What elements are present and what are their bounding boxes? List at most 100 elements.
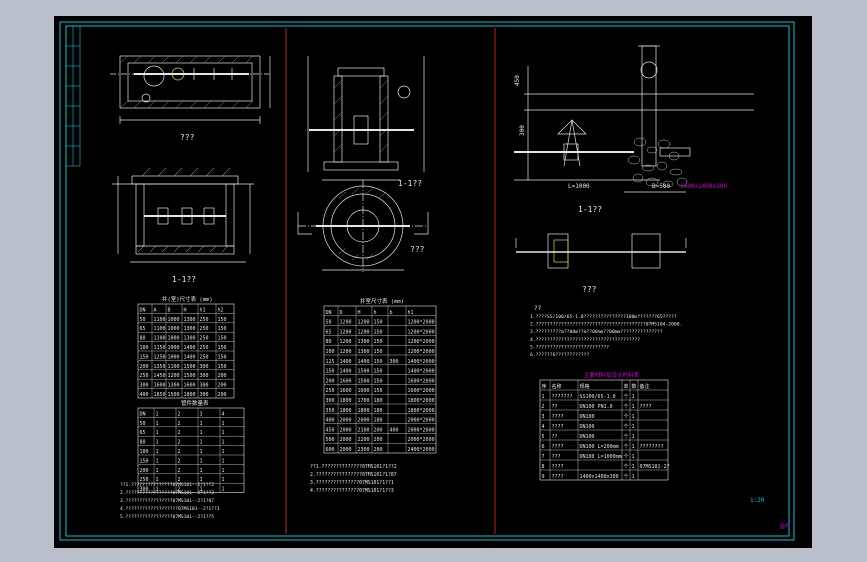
cad-drawing: ??? 1-1?? 井(室)尺寸表 (mm) DN A bbox=[59, 21, 795, 541]
table-cell: 个 bbox=[624, 394, 629, 400]
table-header-cell: A bbox=[154, 307, 157, 313]
table-cell: 1 bbox=[632, 454, 635, 460]
table-cell: 1800 bbox=[358, 408, 370, 414]
table-cell: 1 bbox=[156, 449, 159, 455]
table-header-cell: DN bbox=[140, 411, 146, 417]
right-section-title: 1-1?? bbox=[578, 205, 602, 214]
table-cell: 150 bbox=[218, 336, 227, 342]
table-cell: ??? bbox=[552, 454, 561, 460]
table-cell: 65 bbox=[140, 430, 146, 436]
table-cell: 2 bbox=[178, 440, 181, 446]
table-cell: 1 bbox=[632, 424, 635, 430]
table-header-cell: H bbox=[358, 310, 361, 316]
scale-mark: 1:20 bbox=[750, 497, 765, 504]
table-header-cell: 1 bbox=[156, 411, 159, 417]
table-cell: 150 bbox=[374, 388, 383, 394]
table-cell: 150 bbox=[374, 369, 383, 375]
table-cell: 1800 bbox=[340, 398, 352, 404]
table-cell: 1000 bbox=[168, 345, 180, 351]
table-cell: DN100 bbox=[580, 434, 595, 440]
table-cell: 65 bbox=[326, 329, 332, 335]
table-header-cell: 4 bbox=[222, 411, 225, 417]
table-cell: 1150 bbox=[154, 345, 166, 351]
table-cell: 1 bbox=[222, 449, 225, 455]
table-header-cell: 数 bbox=[632, 383, 637, 390]
table-cell: 1 bbox=[632, 464, 635, 470]
table-header-cell: DN bbox=[140, 307, 146, 313]
table-cell: 400 bbox=[140, 392, 149, 398]
table-cell: 500 bbox=[326, 437, 335, 443]
inner-border bbox=[65, 25, 790, 537]
table-cell: DN100 L=200mm bbox=[580, 444, 619, 450]
table-header-cell: B bbox=[168, 307, 171, 313]
table-cell: 300 bbox=[326, 398, 335, 404]
table-cell: 2000 bbox=[340, 447, 352, 453]
table-cell: 2400*2000 bbox=[408, 447, 435, 453]
table-cell: DN100 L=1000mm bbox=[580, 454, 622, 460]
middle-section-hatch bbox=[333, 79, 389, 153]
table-cell: DN100 bbox=[580, 414, 595, 420]
left-plan-title: ??? bbox=[180, 133, 195, 142]
table-header-cell: D bbox=[340, 310, 343, 316]
table-cell: 1300 bbox=[184, 317, 196, 323]
table-cell: 1600 bbox=[340, 378, 352, 384]
table-cell: 1300 bbox=[358, 339, 370, 345]
table-cell: 1400*2000 bbox=[408, 359, 435, 365]
table-cell: 1100 bbox=[154, 317, 166, 323]
table-cell: 2100 bbox=[358, 427, 370, 433]
table-cell: 1500 bbox=[358, 378, 370, 384]
table-cell: 1300 bbox=[184, 326, 196, 332]
table-cell: DN100 PN1.0 bbox=[580, 404, 613, 410]
table-cell: 180 bbox=[374, 418, 383, 424]
table-cell: 1 bbox=[200, 487, 203, 493]
table-cell: 250 bbox=[140, 477, 149, 483]
table-header-cell: 备注 bbox=[640, 383, 650, 390]
right-gravel-fill bbox=[627, 137, 688, 188]
table-cell: SS100/65-1.0 bbox=[580, 394, 616, 400]
table-cell: 5 bbox=[542, 434, 545, 440]
table-cell: 250 bbox=[200, 345, 209, 351]
table-cell: 1700 bbox=[358, 398, 370, 404]
table-cell: 150 bbox=[140, 354, 149, 360]
table-cell: 200 bbox=[374, 447, 383, 453]
table-cell: 1400 bbox=[358, 359, 370, 365]
table-cell: 450 bbox=[326, 427, 335, 433]
table-cell: 2000 bbox=[340, 437, 352, 443]
table-cell: 250 bbox=[140, 373, 149, 379]
svg-text:1400x1400x300: 1400x1400x300 bbox=[680, 183, 727, 190]
note-line: 5.?????????????????????????? bbox=[530, 344, 609, 350]
table-header-cell: h bbox=[374, 310, 377, 316]
table-cell: 1200 bbox=[358, 320, 370, 326]
table-cell: 150 bbox=[218, 354, 227, 360]
table-cell: 150 bbox=[374, 329, 383, 335]
table-cell: 1200*2000 bbox=[408, 339, 435, 345]
table-cell: 1400 bbox=[340, 369, 352, 375]
note-line: 5.?????????????????07MS101--2?1??5 bbox=[120, 514, 214, 520]
table-title: 井室尺寸表 (mm) bbox=[360, 297, 404, 305]
table-cell: 1 bbox=[222, 477, 225, 483]
note-line: 4.????????????????????????????????????? bbox=[530, 337, 640, 343]
table-cell: 150 bbox=[374, 378, 383, 384]
table-cell: 个 bbox=[624, 424, 629, 430]
table-title: 井(室)尺寸表 (mm) bbox=[162, 295, 213, 303]
table-cell: 80 bbox=[140, 336, 146, 342]
table-cell: 1200 bbox=[168, 373, 180, 379]
table-cell: 1 bbox=[200, 440, 203, 446]
table-cell: 1 bbox=[200, 449, 203, 455]
table-cell: ???? bbox=[552, 464, 564, 470]
note-line: 1.????SS/100/65-1.0???????????????100m??… bbox=[530, 314, 677, 320]
table-cell: 1300 bbox=[168, 383, 180, 389]
table-header-cell: h1 bbox=[408, 310, 414, 316]
outer-border bbox=[59, 21, 795, 541]
table-cell: 个 bbox=[624, 444, 629, 450]
table-cell: 1200 bbox=[340, 339, 352, 345]
table-cell: 200 bbox=[374, 437, 383, 443]
table-cell: 1100 bbox=[154, 326, 166, 332]
table-cell: 300 bbox=[200, 383, 209, 389]
table-cell: 1850 bbox=[154, 392, 166, 398]
table-cell: 1 bbox=[632, 394, 635, 400]
table-cell: 2 bbox=[542, 404, 545, 410]
middle-plan-title: ??? bbox=[410, 245, 425, 254]
table-cell: 200 bbox=[218, 392, 227, 398]
